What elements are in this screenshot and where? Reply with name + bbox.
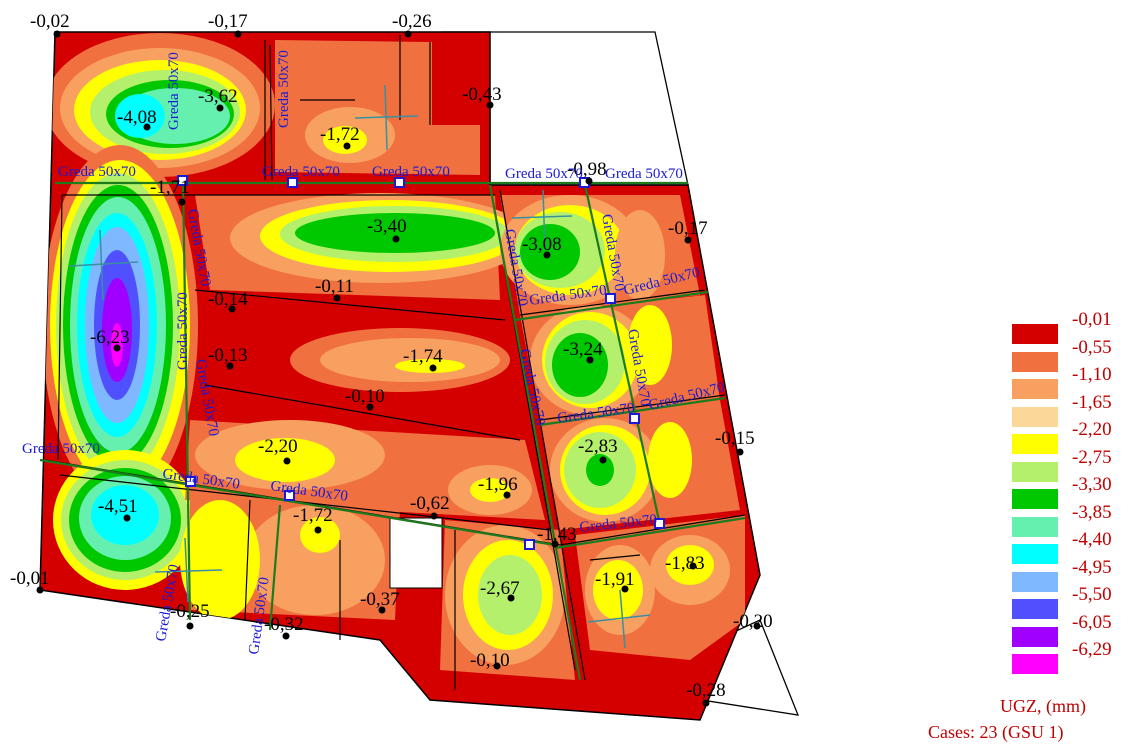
legend-value: -1,10 [1072, 364, 1112, 385]
legend-swatch [1012, 516, 1058, 537]
value-label: -1,91 [595, 569, 635, 590]
value-label: -3,62 [198, 86, 238, 107]
slab-deflection-contour-plan: -0,02 -0,17 -0,26 -0,43 -4,08 -3,62 -1,7… [10, 11, 800, 721]
value-label: -0,25 [170, 601, 210, 622]
value-label: -1,71 [150, 177, 190, 198]
beam-axes [39, 179, 746, 681]
beam-label: Greda 50x70 [175, 292, 191, 370]
value-label: -0,32 [264, 614, 304, 635]
legend-value: -6,05 [1072, 611, 1112, 633]
slab-opening [389, 517, 443, 589]
legend-swatch [1012, 351, 1058, 372]
value-label: -0,28 [686, 680, 726, 701]
value-label: -4,08 [117, 107, 157, 128]
beam-label: Greda 50x70 [262, 164, 340, 180]
beam-label: Greda 50x70 [166, 52, 182, 130]
beam-label: Greda 50x70 [22, 441, 100, 457]
value-label: -0,37 [360, 589, 400, 610]
value-label: -0,10 [470, 650, 510, 671]
legend-value: -4,95 [1072, 556, 1112, 578]
contour-bands [42, 33, 745, 680]
beam-label: Greda 50x70 [605, 166, 683, 182]
value-label: -3,08 [522, 234, 562, 255]
value-label: -0,43 [462, 84, 502, 105]
value-label: -0,98 [567, 159, 607, 180]
value-label: -0,20 [733, 611, 773, 632]
legend-value: -5,50 [1072, 584, 1112, 605]
legend-value: -2,75 [1072, 446, 1112, 468]
legend-value: -3,30 [1072, 474, 1112, 495]
legend-swatch [1012, 654, 1058, 674]
legend-value: -6,29 [1072, 639, 1112, 660]
value-label: -0,14 [208, 289, 248, 310]
legend-value: -2,20 [1072, 419, 1112, 440]
legend-swatch [1012, 461, 1058, 482]
beam-label: Greda 50x70 [505, 166, 583, 182]
value-label: -0,01 [10, 568, 50, 589]
legend-cases-label: Cases: 23 (GSU 1) [928, 722, 1064, 742]
legend-swatch [1012, 379, 1058, 399]
value-label: -0,11 [315, 276, 354, 297]
legend-swatch [1012, 544, 1058, 564]
value-label: -0,15 [715, 428, 755, 449]
value-label: -2,20 [258, 436, 298, 457]
legend-swatch [1012, 406, 1058, 427]
legend-value: -0,01 [1072, 309, 1112, 330]
value-label: -4,51 [98, 496, 138, 517]
beam-label: Greda 50x70 [58, 164, 136, 180]
legend-value: -0,55 [1072, 336, 1112, 358]
value-label: -1,74 [403, 346, 443, 367]
beam-label: Greda 50x70 [372, 164, 450, 180]
value-label: -0,26 [392, 11, 432, 32]
value-label: -1,72 [293, 505, 333, 526]
legend-unit-label: UGZ, (mm) [1000, 696, 1086, 716]
legend-value: -4,40 [1072, 529, 1112, 550]
value-label: -3,40 [367, 216, 407, 237]
legend-swatch [1012, 324, 1058, 344]
value-label: -6,23 [90, 327, 130, 348]
legend-swatch [1012, 489, 1058, 509]
value-label: -2,67 [480, 578, 520, 599]
legend-value: -3,85 [1072, 501, 1112, 523]
legend-swatch [1012, 626, 1058, 647]
deflection-values: -0,02 -0,17 -0,26 -0,43 -4,08 -3,62 -1,7… [10, 11, 773, 707]
value-label: -3,24 [563, 339, 603, 360]
beam-lines [44, 35, 746, 690]
value-label: -1,96 [478, 474, 518, 495]
value-label: -0,62 [410, 493, 450, 514]
value-label: -1,72 [320, 124, 360, 145]
legend-swatch [1012, 434, 1058, 454]
beam-nodes [177, 175, 665, 550]
value-label: -0,13 [208, 345, 248, 366]
legend-value: -1,65 [1072, 391, 1112, 413]
value-label: -0,02 [30, 11, 70, 32]
legend-swatch [1012, 571, 1058, 592]
value-label: -0,17 [668, 218, 708, 239]
value-label: -1,83 [665, 553, 705, 574]
value-label: -1,43 [537, 524, 577, 545]
value-label: -0,10 [345, 386, 385, 407]
color-legend: -0,01 -0,55 -1,10 -1,65 -2,20 -2,75 -3,30 -3,85… [928, 306, 1140, 751]
local-axes-markers [69, 84, 651, 649]
legend-swatch [1012, 599, 1058, 619]
value-label: -0,17 [208, 11, 248, 32]
value-label: -2,83 [578, 436, 618, 457]
beam-label: Greda 50x70 [276, 50, 292, 128]
